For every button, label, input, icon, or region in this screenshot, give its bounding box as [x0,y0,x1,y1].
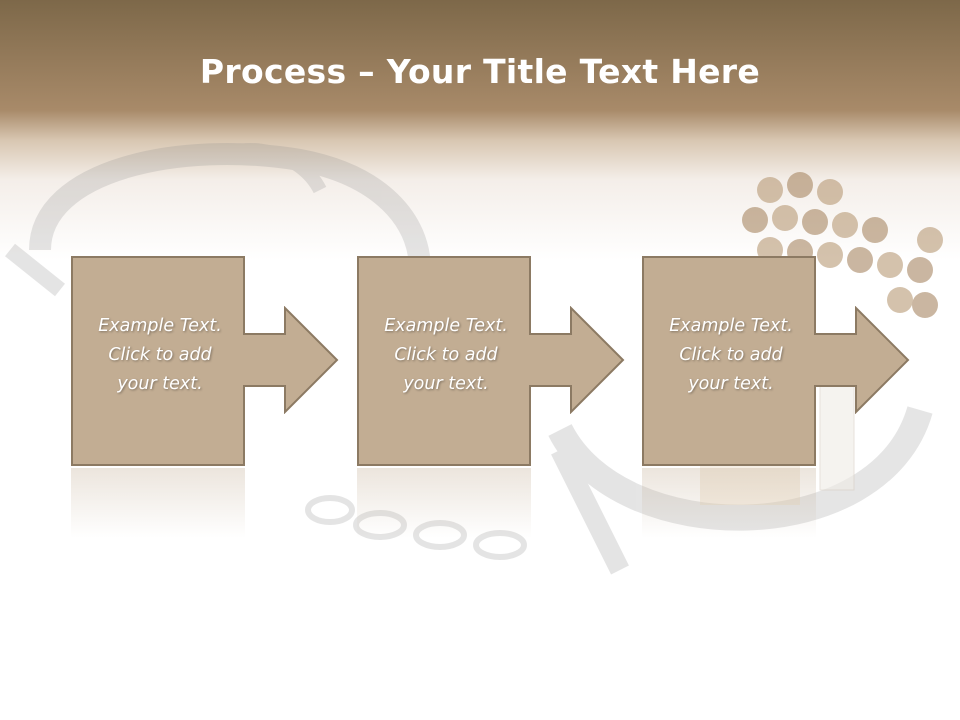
step-3-line-2: Click to add [679,345,783,365]
step-1-text[interactable]: Example Text. Click to add your text. [73,312,247,399]
title-bold: Process [199,52,347,91]
slide-title[interactable]: Process – Your Title Text Here [0,52,960,91]
step-1-reflection [71,468,245,538]
process-step-1[interactable]: Example Text. Click to add your text. [71,256,245,466]
arrow-right-icon [243,306,339,414]
step-3-reflection [642,468,816,538]
step-2-line-1: Example Text. [384,316,508,336]
title-dash: – [346,52,387,91]
step-3-line-1: Example Text. [669,316,793,336]
step-1-line-1: Example Text. [98,316,222,336]
step-1-line-3: your text. [117,374,203,394]
step-2-reflection [357,468,531,538]
process-step-3[interactable]: Example Text. Click to add your text. [642,256,816,466]
arrow-right-icon [814,306,910,414]
step-3-line-3: your text. [688,374,774,394]
step-3-text[interactable]: Example Text. Click to add your text. [644,312,818,399]
step-2-line-3: your text. [403,374,489,394]
step-1-line-2: Click to add [108,345,212,365]
process-step-2[interactable]: Example Text. Click to add your text. [357,256,531,466]
step-2-text[interactable]: Example Text. Click to add your text. [359,312,533,399]
handcuffs-cigarettes-background [5,143,943,575]
arrow-right-icon [529,306,625,414]
step-2-line-2: Click to add [394,345,498,365]
title-rest: Your Title Text Here [386,52,761,91]
